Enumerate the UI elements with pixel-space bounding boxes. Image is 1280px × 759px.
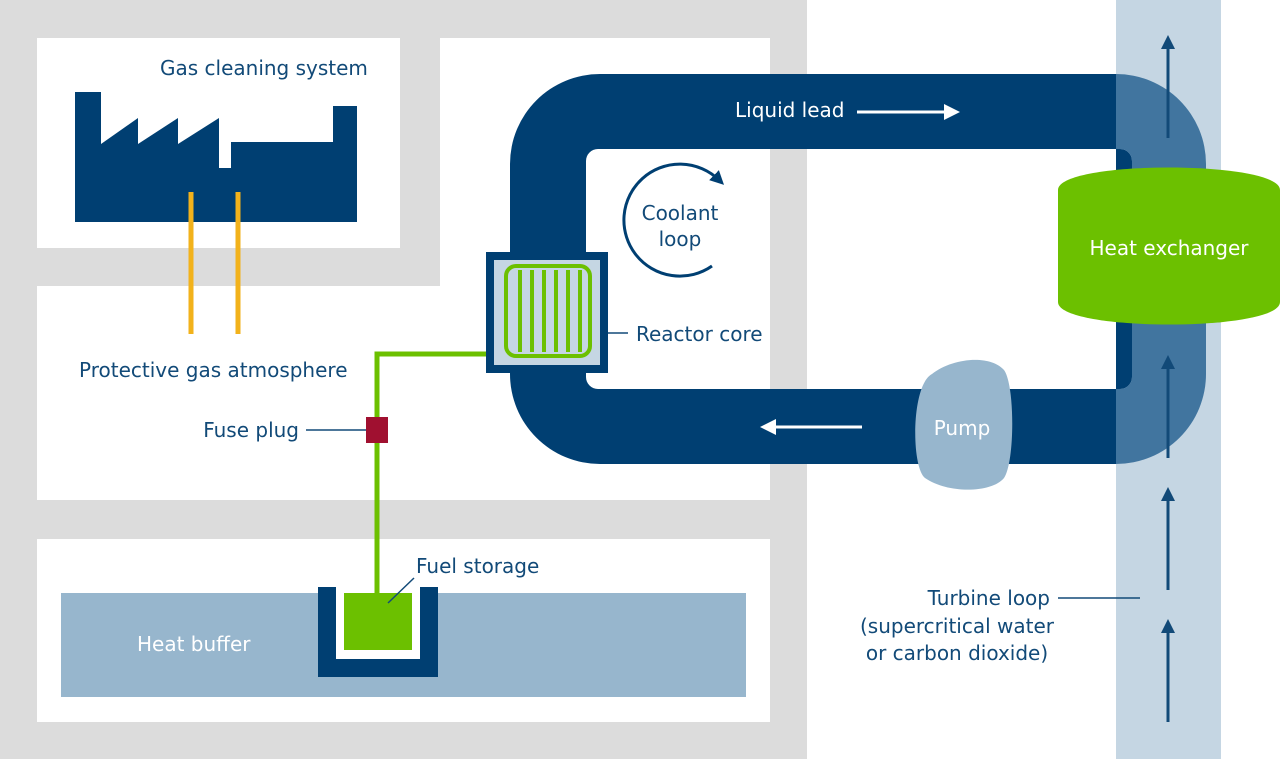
- pump: [915, 359, 1013, 490]
- fuel-storage-fuel: [344, 593, 412, 650]
- label-protective-gas-atmosphere: Protective gas atmosphere: [79, 358, 348, 382]
- factory-icon: [75, 92, 357, 222]
- label-gas-cleaning-system: Gas cleaning system: [160, 56, 368, 80]
- circular-arrow-icon: [622, 162, 725, 278]
- label-coolant-loop-line2: loop: [659, 227, 702, 251]
- heat-exchanger: [1058, 167, 1280, 325]
- label-reactor-core: Reactor core: [636, 322, 763, 346]
- label-heat-exchanger: Heat exchanger: [1089, 236, 1249, 260]
- lead-coolant-loop: [510, 74, 1132, 464]
- reactor-core-inner: [494, 260, 600, 365]
- label-coolant-loop-line1: Coolant: [642, 201, 719, 225]
- reactor-core-fuel-frame: [504, 264, 592, 358]
- label-turbine-loop-line2: (supercritical water: [860, 614, 1055, 638]
- label-turbine-loop-line1: Turbine loop: [927, 586, 1050, 610]
- label-turbine-loop-line3: or carbon dioxide): [866, 641, 1048, 665]
- label-liquid-lead: Liquid lead: [735, 98, 845, 122]
- reactor-core-fuel-rods: [518, 270, 582, 352]
- label-fuel-storage: Fuel storage: [416, 554, 539, 578]
- fuel-storage-leader: [387, 577, 415, 604]
- label-heat-buffer: Heat buffer: [137, 632, 251, 656]
- label-fuse-plug: Fuse plug: [203, 418, 299, 442]
- label-pump: Pump: [934, 416, 991, 440]
- fuse-plug: [366, 417, 388, 443]
- fuel-drain-line: [374, 351, 503, 598]
